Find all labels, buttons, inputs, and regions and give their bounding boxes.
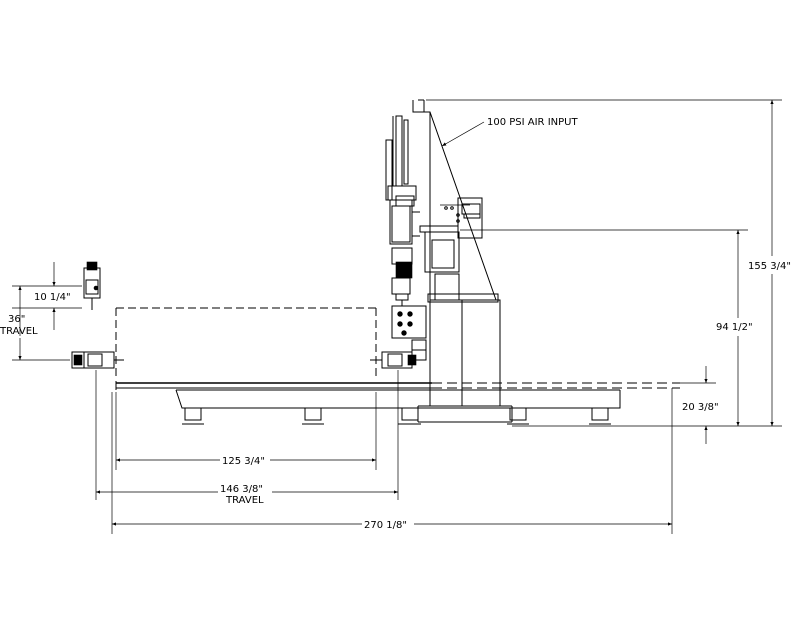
dim-width-146-sub: TRAVEL bbox=[225, 495, 264, 506]
air-input-label: 100 PSI AIR INPUT bbox=[487, 117, 578, 128]
dim-overall-height: 155 3/4" bbox=[748, 261, 791, 272]
dim-y-travel-sub: TRAVEL bbox=[0, 326, 38, 337]
horizontal-dimensions bbox=[95, 370, 673, 534]
left-dimensions bbox=[12, 262, 82, 361]
y-travel-tool bbox=[83, 261, 101, 310]
air-input-leader bbox=[441, 121, 485, 147]
dim-width-146: 146 3/8" bbox=[220, 484, 263, 495]
dim-vertical-travel: 10 1/4" bbox=[34, 292, 71, 303]
gantry-column bbox=[412, 99, 513, 423]
dim-width-270: 270 1/8" bbox=[364, 520, 407, 531]
vertical-dimensions bbox=[426, 99, 782, 444]
table-feet bbox=[182, 407, 611, 425]
dim-table-height: 20 3/8" bbox=[682, 402, 719, 413]
spindle-carriage bbox=[385, 115, 427, 361]
dim-width-125: 125 3/4" bbox=[222, 456, 265, 467]
dim-y-travel: 36" bbox=[8, 314, 25, 325]
x-travel-tools bbox=[71, 351, 417, 369]
travel-envelope bbox=[115, 307, 377, 380]
dim-gantry-height: 94 1/2" bbox=[716, 322, 753, 333]
